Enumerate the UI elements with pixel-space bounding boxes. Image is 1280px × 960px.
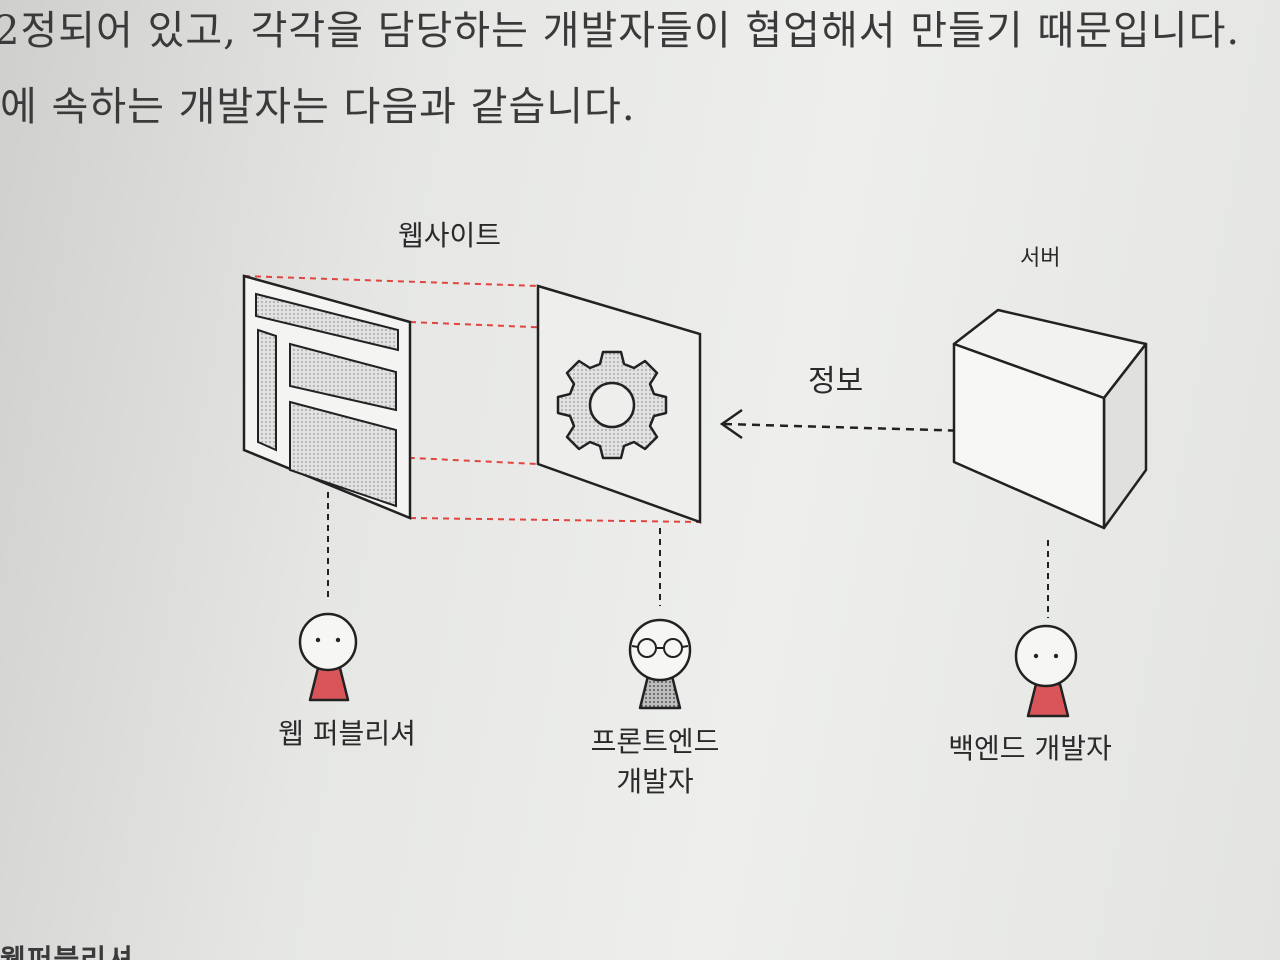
webpage-wireframe-icon xyxy=(242,274,412,520)
publisher-person-icon xyxy=(298,612,358,702)
backend-person-icon xyxy=(1014,624,1078,718)
frontend-label: 프론트엔드 개발자 xyxy=(575,722,735,802)
frontend-label-line-2: 개발자 xyxy=(616,765,694,798)
gear-icon xyxy=(556,350,668,460)
section-heading: 웹퍼블리셔 xyxy=(0,943,134,960)
frontend-label-line-1: 프론트엔드 xyxy=(590,725,720,758)
server-label: 서버 xyxy=(1020,246,1061,271)
website-label: 웹사이트 xyxy=(398,219,502,252)
vertical-connectors xyxy=(327,492,1049,618)
body-text-line-1: 2정되어 있고, 각각을 담당하는 개발자들이 협업해서 만들기 때문입니다. xyxy=(0,8,1241,54)
body-text-line-2: 에 속하는 개발자는 다음과 같습니다. xyxy=(0,84,636,130)
publisher-label: 웹 퍼블리셔 xyxy=(278,717,416,750)
info-label: 정보 xyxy=(808,364,864,399)
cube-icon xyxy=(952,308,1148,530)
backend-label: 백엔드 개발자 xyxy=(948,732,1112,765)
frontend-person-icon xyxy=(628,618,692,710)
glasses-icon xyxy=(631,638,689,658)
